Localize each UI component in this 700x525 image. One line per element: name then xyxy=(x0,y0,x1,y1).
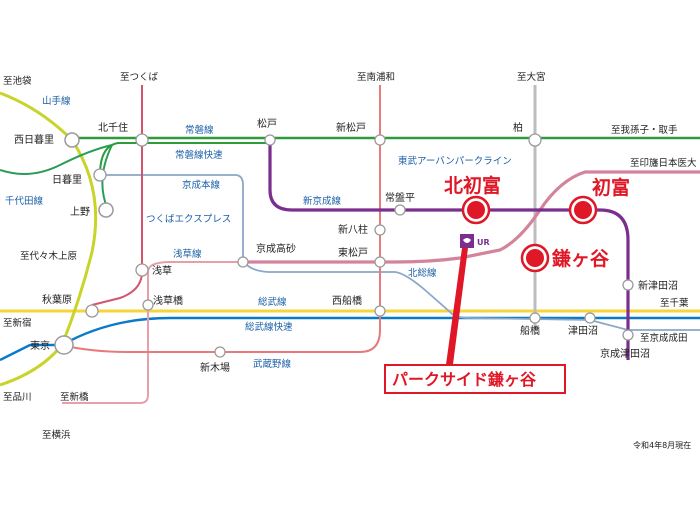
line-label-musashino: 武蔵野線 xyxy=(253,358,292,370)
direction-shinbashi: 至新橋 xyxy=(60,391,89,403)
station-label-shin-kiba: 新木場 xyxy=(200,361,230,374)
station-label-tokiwadaira: 常盤平 xyxy=(385,191,415,204)
direction-inba-nichiidai: 至印旛日本医大 xyxy=(630,157,697,169)
station-label-funabashi: 船橋 xyxy=(520,324,540,337)
station-marker[interactable] xyxy=(54,335,74,355)
station-marker[interactable] xyxy=(374,256,386,268)
sobu-rapid-line xyxy=(0,316,700,362)
station-label-matsudo: 松戸 xyxy=(257,117,277,130)
callout-label: パークサイド鎌ヶ谷 xyxy=(392,370,537,389)
direction-abiko-toride: 至我孫子・取手 xyxy=(611,124,678,136)
line-label-shin-keisei: 新京成線 xyxy=(303,195,342,207)
hatsutomi-dot xyxy=(574,201,592,219)
shin-keisei-line xyxy=(268,143,630,360)
station-marker[interactable] xyxy=(528,133,542,147)
station-marker[interactable] xyxy=(529,312,541,324)
line-label-yamanote: 山手線 xyxy=(42,95,71,107)
line-label-hokuso: 北総線 xyxy=(408,267,437,279)
station-label-shin-yahashira: 新八柱 xyxy=(338,223,368,236)
direction-ikebukuro: 至池袋 xyxy=(3,75,32,87)
station-label-shin-matsudo: 新松戸 xyxy=(336,121,366,134)
station-marker[interactable] xyxy=(214,346,226,358)
asakusa-line xyxy=(62,261,243,404)
station-label-nishi-nippori: 西日暮里 xyxy=(14,133,54,146)
direction-narita: 至京成成田 xyxy=(640,332,688,344)
line-label-urban-park: 東武アーバンパークライン xyxy=(398,155,512,167)
station-label-nippori: 日暮里 xyxy=(52,173,82,186)
hokuso-line xyxy=(243,170,700,264)
station-label-asakusa: 浅草 xyxy=(152,264,172,277)
kita-hatsutomi-dot xyxy=(467,201,485,219)
line-label-sobu-rapid: 総武線快速 xyxy=(245,321,293,333)
station-marker[interactable] xyxy=(142,299,154,311)
station-label-akihabara: 秋葉原 xyxy=(42,293,72,306)
direction-shinagawa: 至品川 xyxy=(3,392,32,403)
ur-logo-text: UR xyxy=(477,238,490,247)
station-label-ueno: 上野 xyxy=(70,206,90,218)
direction-yoyogi-uehara: 至代々木上原 xyxy=(20,250,77,262)
station-label-keisei-tsudanuma: 京成津田沼 xyxy=(600,347,650,360)
musashino-line xyxy=(61,85,381,353)
direction-yokohama: 至横浜 xyxy=(42,429,71,441)
line-label-keisei: 京成本線 xyxy=(182,179,221,191)
station-label-tokyo: 東京 xyxy=(30,339,50,352)
station-marker[interactable] xyxy=(237,256,249,268)
station-markers xyxy=(54,132,634,358)
line-label-sobu: 総武線 xyxy=(258,296,287,308)
station-marker[interactable] xyxy=(85,304,99,318)
station-marker[interactable] xyxy=(135,133,149,147)
direction-omiya: 至大宮 xyxy=(517,71,546,83)
yamanote-line xyxy=(0,91,98,387)
direction-chiba: 至千葉 xyxy=(660,297,689,309)
highlight-label-hatsutomi: 初富 xyxy=(592,176,630,199)
line-label-chiyoda: 千代田線 xyxy=(5,195,44,207)
station-marker[interactable] xyxy=(93,168,107,182)
station-marker[interactable] xyxy=(374,224,386,236)
line-label-joban: 常磐線 xyxy=(185,124,214,136)
direction-tsukuba: 至つくば xyxy=(120,72,159,83)
station-marker[interactable] xyxy=(394,204,406,216)
station-marker[interactable] xyxy=(374,134,386,146)
station-marker[interactable] xyxy=(264,134,276,146)
station-label-keisei-takasago: 京成高砂 xyxy=(256,242,296,255)
station-label-higashi-matsudo: 東松戸 xyxy=(338,246,368,259)
property-callout: パークサイド鎌ヶ谷 xyxy=(384,248,566,394)
station-marker[interactable] xyxy=(98,202,114,218)
station-label-tsudanuma: 津田沼 xyxy=(568,324,598,337)
date-note: 令和4年8月現在 xyxy=(633,440,691,450)
highlight-label-kita-hatsutomi: 北初富 xyxy=(444,174,501,197)
tsukuba-express-line xyxy=(91,85,143,306)
station-marker[interactable] xyxy=(135,263,149,277)
direction-minami-urawa: 至南浦和 xyxy=(357,71,395,83)
station-marker[interactable] xyxy=(374,305,386,317)
kamagaya-dot xyxy=(526,249,544,267)
line-label-asakusa: 浅草線 xyxy=(173,248,202,260)
station-marker[interactable] xyxy=(622,279,634,291)
highlight-label-kamagaya: 鎌ヶ谷 xyxy=(552,247,610,270)
line-label-joban-rapid: 常磐線快速 xyxy=(175,149,223,161)
line-label-tsukuba-express: つくばエクスプレス xyxy=(146,214,231,225)
ur-logo: UR xyxy=(460,234,490,248)
station-marker[interactable] xyxy=(584,312,596,324)
station-label-nishi-funabashi: 西船橋 xyxy=(332,294,362,307)
station-label-kita-senju: 北千住 xyxy=(98,121,128,134)
highlight-stations xyxy=(461,195,598,273)
station-marker[interactable] xyxy=(64,132,80,148)
direction-shinjuku: 至新宿 xyxy=(3,317,32,329)
station-label-kashiwa: 柏 xyxy=(513,121,523,134)
station-label-shin-tsudanuma: 新津田沼 xyxy=(638,279,678,292)
station-marker[interactable] xyxy=(622,329,634,341)
station-label-asakusabashi: 浅草橋 xyxy=(153,294,183,307)
